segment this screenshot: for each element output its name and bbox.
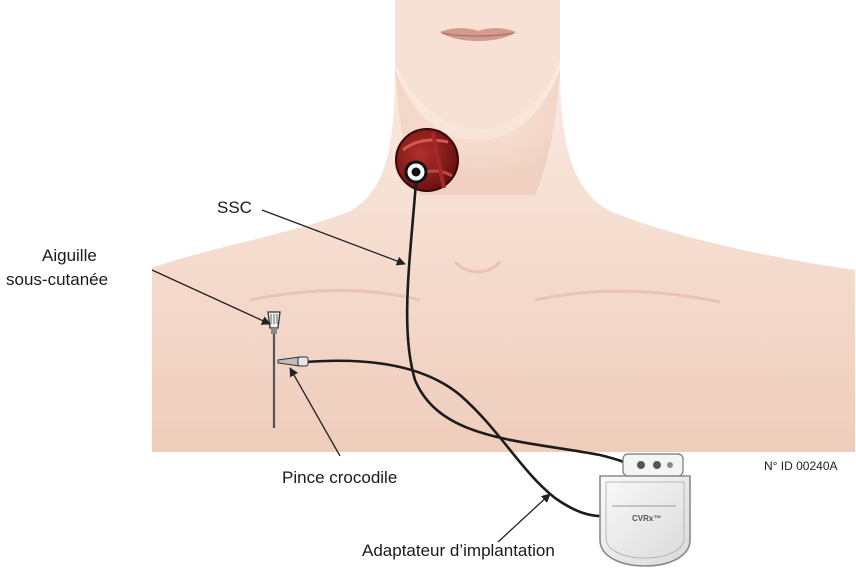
clip-label: Pince crocodile — [282, 468, 397, 488]
ssc-label: SSC — [217, 198, 252, 218]
figure-id-label: N° ID 00240A — [764, 459, 838, 473]
needle-label-line2: sous-cutanée — [6, 270, 108, 290]
cvrx-device: CVRx™ — [600, 454, 690, 566]
adapter-arrow — [498, 494, 550, 542]
needle-label-line1: Aiguille — [42, 246, 97, 266]
device-brand-text: CVRx™ — [632, 514, 661, 523]
carotid-inset — [396, 129, 458, 191]
adapter-label: Adaptateur d’implantation — [362, 541, 555, 561]
